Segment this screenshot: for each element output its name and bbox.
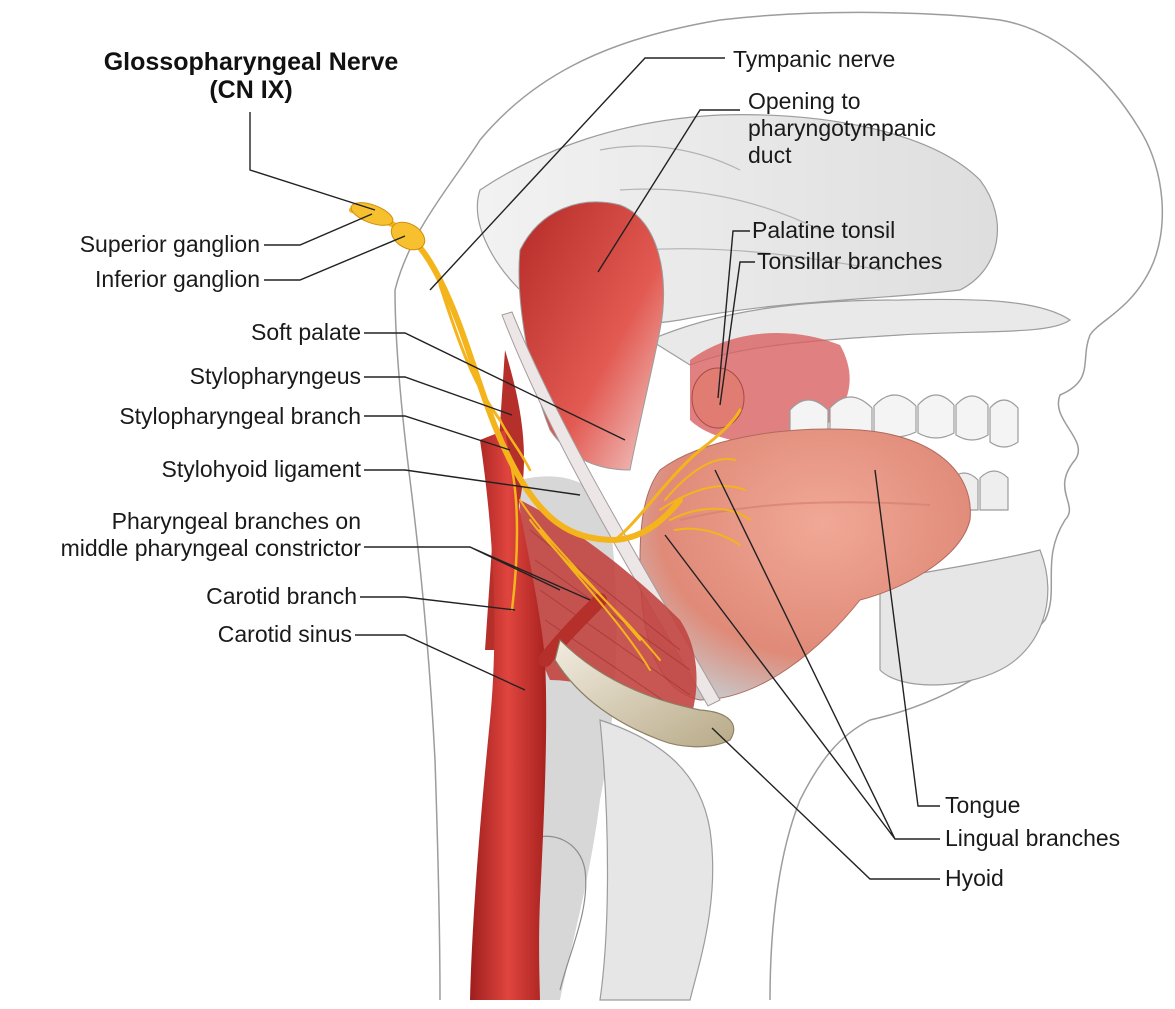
pharynx-wall <box>519 202 664 470</box>
label-hyoid: Hyoid <box>945 865 1004 892</box>
leader-title <box>250 112 375 210</box>
label-lingual-branches: Lingual branches <box>945 825 1120 852</box>
label-carotid-sinus: Carotid sinus <box>218 621 352 648</box>
label-opening-line-2: pharyngotympanic <box>748 115 936 142</box>
title-line-2: (CN IX) <box>56 76 446 104</box>
label-opening-line-1: Opening to <box>748 88 936 115</box>
leader-hyoid <box>712 728 940 879</box>
neck-back-outline <box>395 290 440 1000</box>
label-tongue: Tongue <box>945 792 1020 819</box>
label-pharyngeal-branches: Pharyngeal branches on middle pharyngeal… <box>61 508 361 562</box>
leader-inferior <box>264 236 405 280</box>
label-stylohyoid-ligament: Stylohyoid ligament <box>162 456 361 483</box>
label-palatine-tonsil: Palatine tonsil <box>752 217 895 244</box>
label-superior-ganglion: Superior ganglion <box>80 231 260 258</box>
label-stylopharyngeal-branch: Stylopharyngeal branch <box>119 403 361 430</box>
label-opening-line-3: duct <box>748 142 936 169</box>
label-tympanic-nerve: Tympanic nerve <box>733 46 895 73</box>
larynx <box>600 720 713 1000</box>
label-tonsillar-branches: Tonsillar branches <box>757 248 942 275</box>
leader-superior <box>264 214 372 245</box>
label-stylopharyngeus: Stylopharyngeus <box>190 363 361 390</box>
label-carotid-branch: Carotid branch <box>206 583 357 610</box>
diagram-title: Glossopharyngeal Nerve (CN IX) <box>56 48 446 104</box>
nerve-ganglia <box>348 198 429 255</box>
title-line-1: Glossopharyngeal Nerve <box>56 48 446 76</box>
label-pharyngeal-line-2: middle pharyngeal constrictor <box>61 535 361 562</box>
label-soft-palate: Soft palate <box>251 319 361 346</box>
label-opening-duct: Opening to pharyngotympanic duct <box>748 88 936 169</box>
label-inferior-ganglion: Inferior ganglion <box>95 266 260 293</box>
label-pharyngeal-line-1: Pharyngeal branches on <box>61 508 361 535</box>
